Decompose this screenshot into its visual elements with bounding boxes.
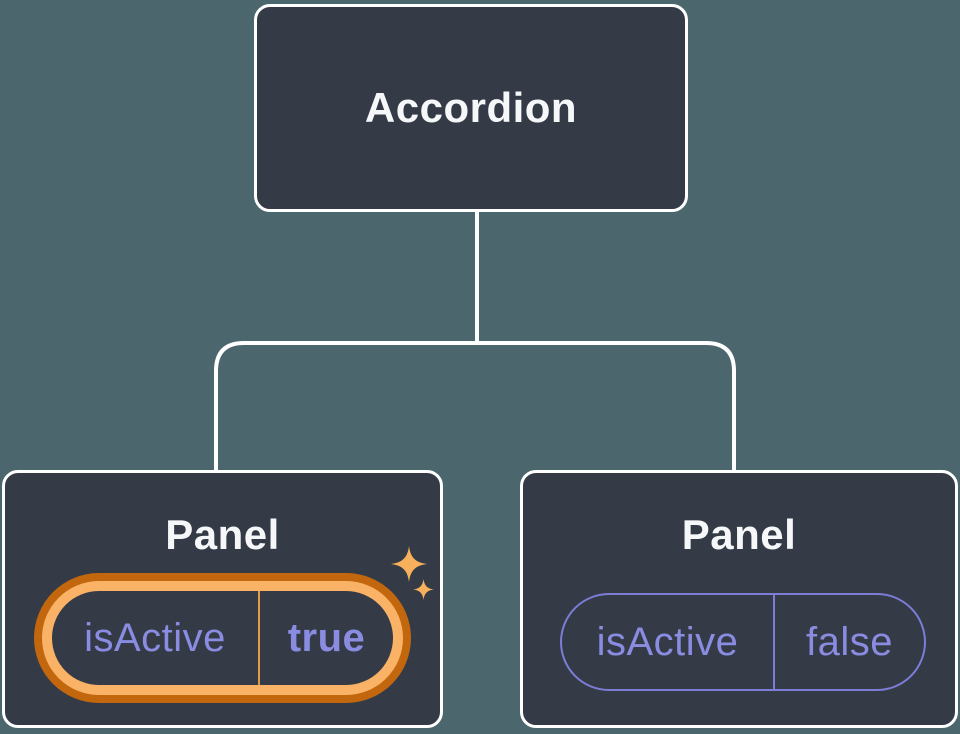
component-node-panel-active: Panel isActive true xyxy=(2,470,443,728)
prop-pill-highlight-ring: isActive true xyxy=(42,581,403,695)
sparkle-icon xyxy=(413,579,434,600)
prop-pill: isActive false xyxy=(560,593,926,691)
component-node-accordion: Accordion xyxy=(254,4,688,212)
prop-value-label: false xyxy=(806,619,893,664)
component-node-panel-inactive: Panel isActive false xyxy=(520,470,958,728)
panel-node-title: Panel xyxy=(681,511,797,558)
pill-divider xyxy=(258,591,260,685)
pill-divider xyxy=(773,595,775,689)
prop-name-label: isActive xyxy=(84,615,226,660)
prop-pill-highlighted: isActive true xyxy=(34,573,411,703)
prop-name-label: isActive xyxy=(596,619,739,664)
panel-node-title: Panel xyxy=(165,511,280,558)
prop-value-label: true xyxy=(287,615,366,660)
accordion-node-title: Accordion xyxy=(364,84,578,131)
connector-bracket xyxy=(214,341,736,471)
prop-pill-content: isActive true xyxy=(52,591,393,685)
